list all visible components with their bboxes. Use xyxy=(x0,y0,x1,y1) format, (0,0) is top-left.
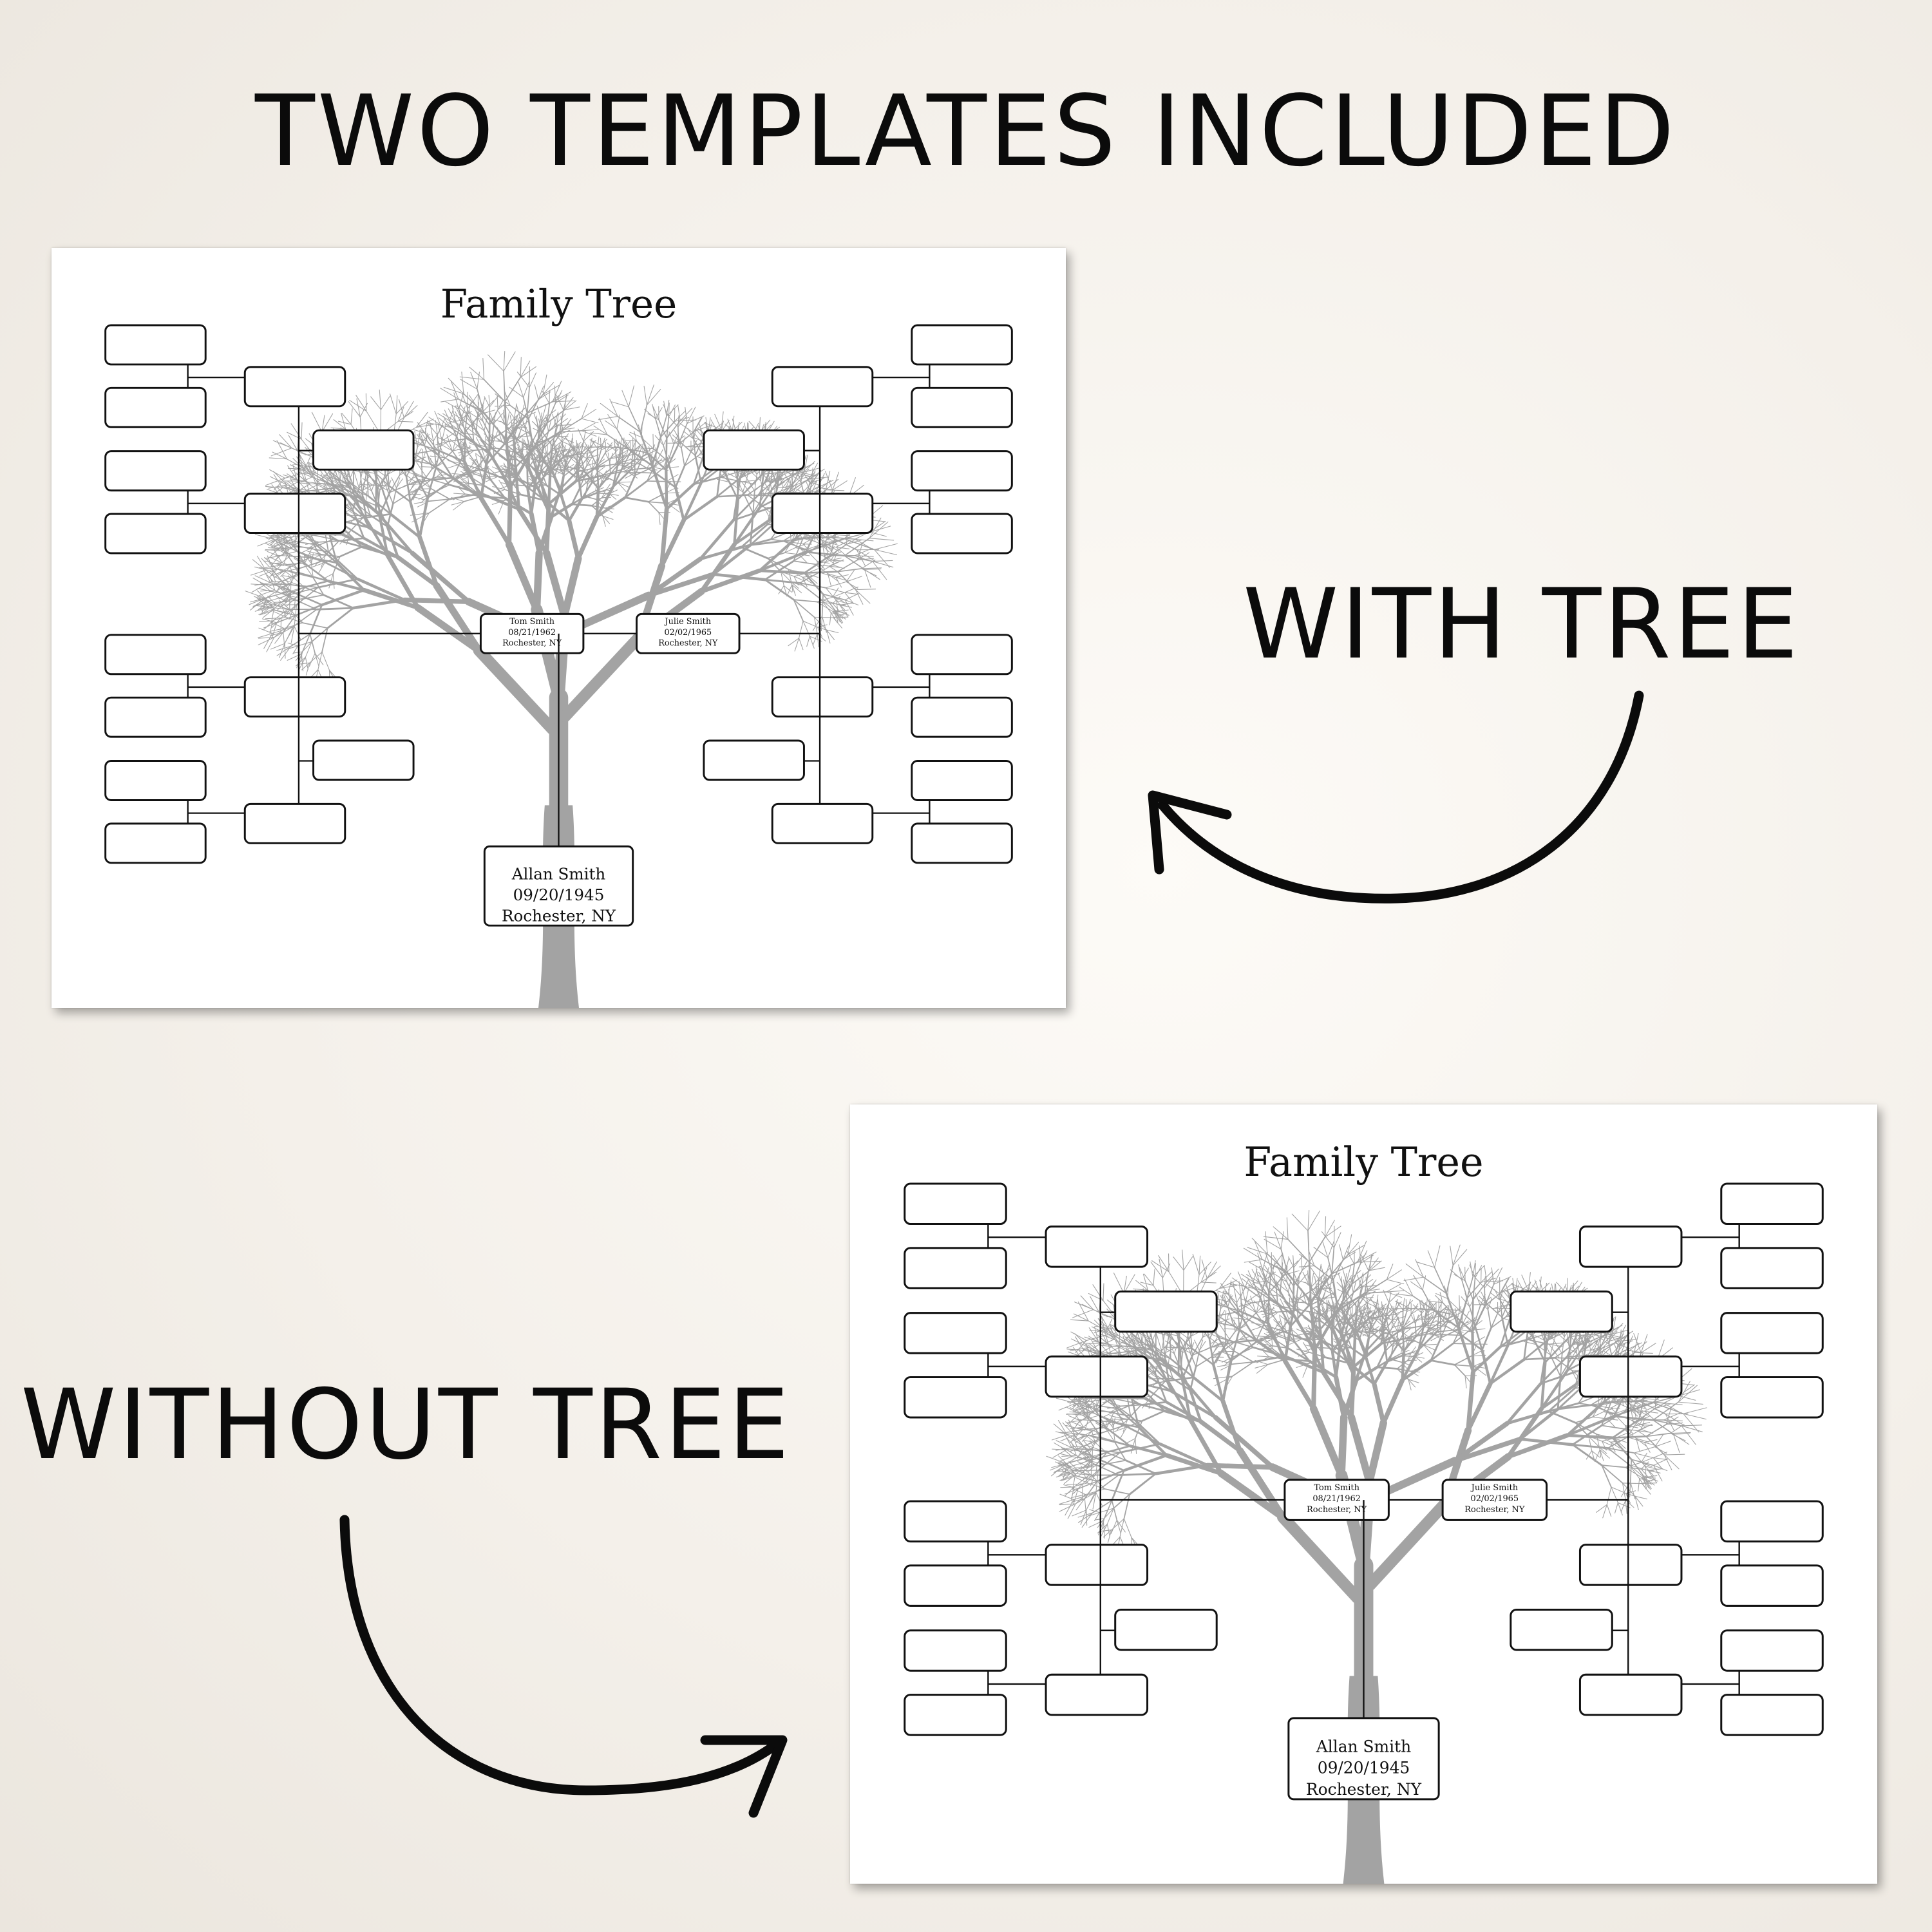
curved-arrow-icon xyxy=(339,1515,788,1818)
label-with-tree: WITH TREE xyxy=(1243,569,1801,681)
family-tree-chart: Family Tree Tom Smith 08/21/1962 Rochest… xyxy=(904,1139,1824,1884)
root-place: Rochester, NY xyxy=(1306,1780,1422,1799)
family-tree-chart: Family Tree Tom Smith 08/21/1962 Rochest… xyxy=(104,281,1013,1008)
father-date: 08/21/1962 xyxy=(508,628,556,638)
root-place: Rochester, NY xyxy=(502,906,616,925)
mother-place: Rochester, NY xyxy=(658,639,718,649)
mother-name: Julie Smith xyxy=(664,617,712,627)
mother-date: 02/02/1965 xyxy=(664,628,712,638)
root-date: 09/20/1945 xyxy=(513,886,605,904)
mother-place: Rochester, NY xyxy=(1464,1505,1525,1515)
template-with-tree: Family Tree Tom Smith 08/21/1962 Rochest… xyxy=(52,248,1066,1008)
father-name: Tom Smith xyxy=(1314,1483,1359,1493)
pedigree-chart xyxy=(104,324,1013,927)
curved-arrow-icon xyxy=(1148,690,1644,904)
template-without-tree: Family Tree Tom Smith 08/21/1962 Rochest… xyxy=(850,1104,1877,1884)
headline-title: TWO TEMPLATES INCLUDED xyxy=(255,74,1677,188)
label-without-tree: WITHOUT TREE xyxy=(21,1369,792,1481)
root-name: Allan Smith xyxy=(511,864,606,883)
pedigree-chart xyxy=(904,1182,1824,1801)
mother-date: 02/02/1965 xyxy=(1471,1494,1519,1504)
root-name: Allan Smith xyxy=(1316,1737,1411,1756)
mother-name: Julie Smith xyxy=(1470,1483,1519,1493)
root-date: 09/20/1945 xyxy=(1318,1758,1410,1777)
father-date: 08/21/1962 xyxy=(1312,1494,1361,1504)
document-title: Family Tree xyxy=(1244,1139,1483,1186)
father-name: Tom Smith xyxy=(509,617,554,627)
father-place: Rochester, NY xyxy=(1307,1505,1367,1515)
document-title: Family Tree xyxy=(440,281,677,327)
father-place: Rochester, NY xyxy=(502,639,562,649)
